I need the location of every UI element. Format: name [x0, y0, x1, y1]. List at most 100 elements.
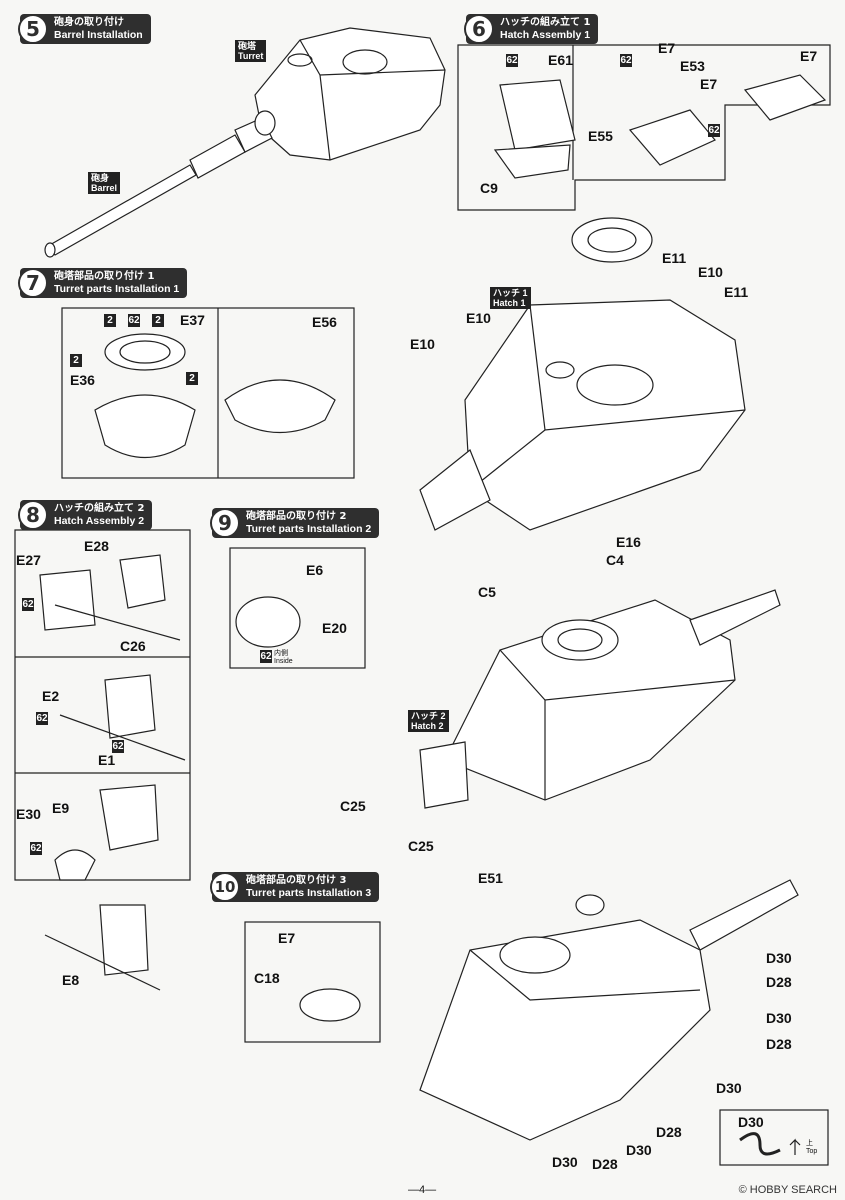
step-title-jp: 砲身の取り付け	[54, 17, 124, 28]
part-label-e8: E8	[62, 972, 80, 988]
part-label-e61: E61	[548, 52, 573, 68]
top-jp: 上	[806, 1140, 813, 1147]
part-62-marker: 62	[36, 712, 48, 725]
step-title-en: Turret parts Installation 3	[246, 887, 372, 899]
watermark: © HOBBY SEARCH	[738, 1184, 837, 1196]
part-label-e10: E10	[698, 264, 723, 280]
step-7-header: 7 砲塔部品の取り付け 1 Turret parts Installation …	[18, 268, 188, 298]
part-62-marker: 62	[22, 598, 34, 611]
part-label-d30: D30	[716, 1080, 742, 1096]
part-label-d28: D28	[656, 1124, 682, 1140]
part-label-c18: C18	[254, 970, 280, 986]
step-title-en: Turret parts Installation 2	[246, 523, 372, 535]
part-label-e1: E1	[98, 752, 116, 768]
step-title-en: Turret parts Installation 1	[54, 283, 180, 295]
part-label-e56: E56	[312, 314, 337, 330]
part-label-e16: E16	[616, 534, 641, 550]
part-label-d30: D30	[738, 1114, 764, 1130]
part-label-d28: D28	[766, 1036, 792, 1052]
step-10-header: 10 砲塔部品の取り付け 3 Turret parts Installation…	[210, 872, 380, 902]
part-2-marker: 2	[104, 314, 116, 327]
part-label-c26: C26	[120, 638, 146, 654]
part-label-c25: C25	[408, 838, 434, 854]
part-label-e51: E51	[478, 870, 503, 886]
page-number: —4—	[408, 1184, 437, 1196]
part-label-e53: E53	[680, 58, 705, 74]
part-label-d28: D28	[766, 974, 792, 990]
step-title-jp: ハッチの組み立て 1	[500, 17, 591, 28]
part-label-e11: E11	[662, 250, 687, 266]
part-62-marker: 62	[260, 650, 272, 663]
part-62-marker: 62	[128, 314, 140, 327]
part-label-e20: E20	[322, 620, 347, 636]
step-title-jp: 砲塔部品の取り付け 1	[54, 271, 155, 282]
tag-en: Hatch 1	[493, 298, 526, 308]
part-label-d30: D30	[766, 1010, 792, 1026]
step-5-header: 5 砲身の取り付け Barrel Installation	[18, 14, 151, 44]
tag-en: Turret	[238, 51, 264, 61]
step-title-en: Hatch Assembly 1	[500, 29, 591, 41]
inside-en: Inside	[274, 658, 293, 665]
inside-jp: 内側	[274, 650, 288, 657]
part-label-e7: E7	[658, 40, 676, 56]
part-2-marker: 2	[70, 354, 82, 367]
step-title-jp: 砲塔部品の取り付け 2	[246, 511, 347, 522]
part-label-e36: E36	[70, 372, 95, 388]
part-label-c5: C5	[478, 584, 496, 600]
tag-en: Barrel	[91, 183, 118, 193]
part-label-e2: E2	[42, 688, 60, 704]
step-number: 6	[464, 14, 494, 44]
step-number: 5	[18, 14, 48, 44]
part-label-d30: D30	[626, 1142, 652, 1158]
part-label-e27: E27	[16, 552, 41, 568]
part-62-marker: 62	[708, 124, 720, 137]
step-title-jp: 砲塔部品の取り付け 3	[246, 875, 347, 886]
step-title-en: Barrel Installation	[54, 29, 143, 41]
part-label-e10: E10	[466, 310, 491, 326]
tag-jp: 砲塔	[238, 41, 257, 51]
part-label-e7: E7	[278, 930, 296, 946]
tag-en: Hatch 2	[411, 721, 444, 731]
part-label-e37: E37	[180, 312, 205, 328]
part-label-c9: C9	[480, 180, 498, 196]
part-label-d30: D30	[552, 1154, 578, 1170]
part-label-e28: E28	[84, 538, 109, 554]
part-62-marker: 62	[30, 842, 42, 855]
step-number: 9	[210, 508, 240, 538]
top-en: Top	[806, 1148, 818, 1155]
part-label-e9: E9	[52, 800, 70, 816]
step-number: 8	[18, 500, 48, 530]
step-title-jp: ハッチの組み立て 2	[54, 503, 145, 514]
part-label-c4: C4	[606, 552, 624, 568]
part-label-e55: E55	[588, 128, 613, 144]
step-title-en: Hatch Assembly 2	[54, 515, 145, 527]
part-2-marker: 2	[152, 314, 164, 327]
part-62-marker: 62	[112, 740, 124, 753]
part-label-d28: D28	[592, 1156, 618, 1172]
step-number: 7	[18, 268, 48, 298]
tag-jp: ハッチ 2	[411, 711, 446, 721]
part-label-c25: C25	[340, 798, 366, 814]
part-label-e10: E10	[410, 336, 435, 352]
tag-jp: 砲身	[91, 173, 110, 183]
step-6-header: 6 ハッチの組み立て 1 Hatch Assembly 1	[464, 14, 599, 44]
tag-jp: ハッチ 1	[493, 288, 528, 298]
part-label-e7: E7	[800, 48, 818, 64]
part-62-marker: 62	[620, 54, 632, 67]
part-2-marker: 2	[186, 372, 198, 385]
part-62-marker: 62	[506, 54, 518, 67]
part-label-d30: D30	[766, 950, 792, 966]
part-label-e6: E6	[306, 562, 324, 578]
part-label-e30: E30	[16, 806, 41, 822]
part-label-e7: E7	[700, 76, 718, 92]
step-9-header: 9 砲塔部品の取り付け 2 Turret parts Installation …	[210, 508, 380, 538]
step-8-header: 8 ハッチの組み立て 2 Hatch Assembly 2	[18, 500, 153, 530]
part-label-e11: E11	[724, 284, 749, 300]
